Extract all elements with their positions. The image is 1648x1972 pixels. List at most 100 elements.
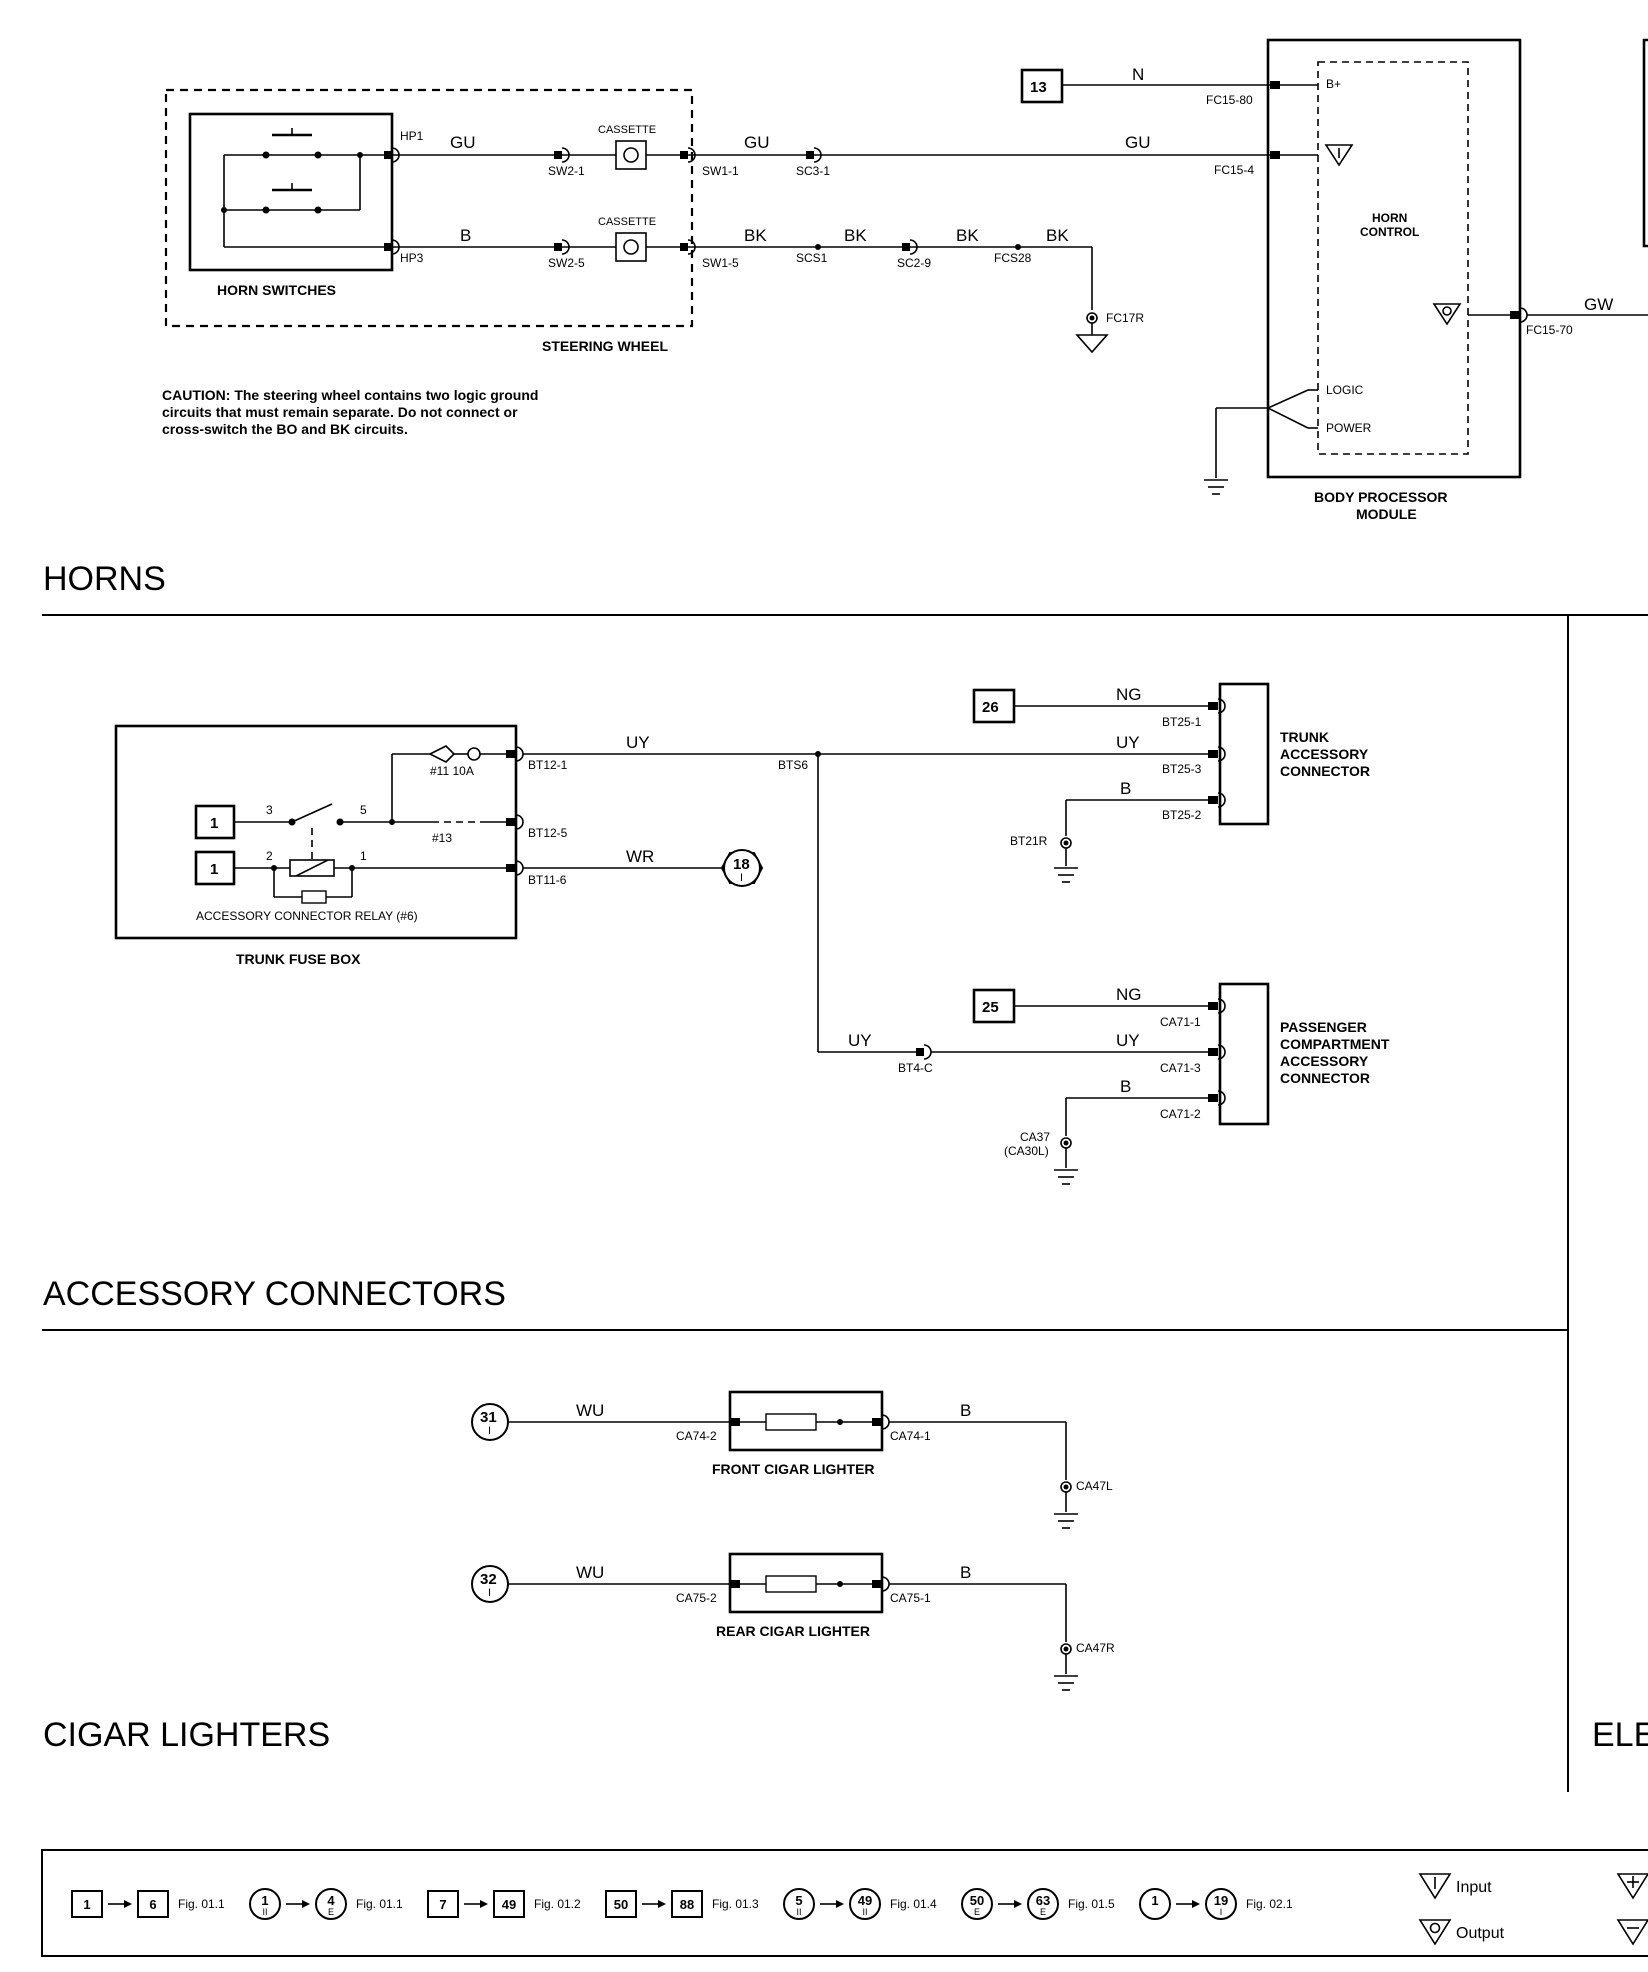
svg-text:CONTROL: CONTROL (1360, 225, 1419, 239)
svg-text:I: I (488, 1425, 491, 1437)
svg-text:CA75-1: CA75-1 (890, 1591, 931, 1605)
svg-text:B: B (1120, 1077, 1131, 1096)
svg-text:I: I (488, 1587, 491, 1599)
svg-text:Output: Output (1456, 1925, 1505, 1942)
svg-text:CA71-1: CA71-1 (1160, 1015, 1201, 1029)
svg-text:LOGIC: LOGIC (1326, 383, 1364, 397)
svg-text:SW1-1: SW1-1 (702, 164, 739, 178)
svg-text:POWER: POWER (1326, 421, 1372, 435)
svg-text:GW: GW (1584, 295, 1613, 314)
key-ref-from-3: 50 (605, 1890, 637, 1918)
key-ref-label: 1 (1151, 1893, 1158, 1908)
key-ref-sub: I (1220, 1907, 1223, 1917)
svg-text:UY: UY (1116, 1031, 1140, 1050)
key-ref-to-0: 6 (137, 1890, 169, 1918)
trunk-fuse-box (114, 724, 518, 940)
svg-text:BT21R: BT21R (1010, 834, 1048, 848)
key-frame (41, 1849, 1648, 1957)
key-ref-from-2: 7 (427, 1890, 459, 1918)
svg-text:WU: WU (576, 1401, 604, 1420)
key-ref-to-5: 63E (1027, 1888, 1059, 1920)
svg-text:1: 1 (210, 815, 218, 832)
svg-text:NG: NG (1116, 685, 1142, 704)
key-ref-from-6: 1 (1139, 1888, 1171, 1920)
svg-text:CONNECTOR: CONNECTOR (1280, 1070, 1370, 1086)
right-edge-title: ELE (1592, 1716, 1648, 1754)
key-ref-sub: II (796, 1907, 801, 1917)
gu-wire: HP1 GU SW2-1 CASSETTE SW1-1 GU SC3-1 GU … (384, 124, 1280, 178)
svg-text:18: 18 (733, 856, 750, 873)
svg-text:HP1: HP1 (400, 129, 424, 143)
svg-text:CA74-1: CA74-1 (890, 1429, 931, 1443)
bk-wire: HP3 B SW2-5 CASSETTE SW1-5 BK SCS1 BK SC… (384, 216, 1144, 354)
key-ref-label: 19 (1214, 1893, 1228, 1908)
steering-wheel-boundary (164, 88, 694, 328)
key-ref-sub: E (1040, 1907, 1046, 1917)
key-fig-label: Fig. 01.1 (178, 1897, 225, 1911)
svg-text:BODY PROCESSOR: BODY PROCESSOR (1314, 489, 1448, 505)
svg-text:GU: GU (1125, 133, 1151, 152)
key-ref-from-4: 5II (783, 1888, 815, 1920)
key-ref-from-1: 1II (249, 1888, 281, 1920)
svg-text:FC15-70: FC15-70 (1526, 323, 1573, 337)
key-arrow-3 (642, 1900, 666, 1908)
svg-text:SC2-9: SC2-9 (897, 256, 931, 270)
svg-text:SC3-1: SC3-1 (796, 164, 830, 178)
svg-text:UY: UY (848, 1031, 872, 1050)
key-ref-sub: E (974, 1907, 980, 1917)
svg-text:TRUNK FUSE BOX: TRUNK FUSE BOX (236, 951, 361, 967)
svg-text:CAUTION: The steering wheel co: CAUTION: The steering wheel contains two… (162, 387, 538, 403)
svg-text:HP3: HP3 (400, 251, 424, 265)
svg-text:FRONT CIGAR LIGHTER: FRONT CIGAR LIGHTER (712, 1461, 875, 1477)
svg-text:B: B (960, 1401, 971, 1420)
svg-text:2: 2 (266, 849, 273, 863)
key-ref-label: 5 (795, 1893, 802, 1908)
svg-text:#13: #13 (432, 831, 452, 845)
svg-text:3: 3 (266, 803, 273, 817)
key-fig-label: Fig. 01.2 (534, 1897, 581, 1911)
key-arrow-0 (108, 1900, 132, 1908)
svg-text:FCS28: FCS28 (994, 251, 1032, 265)
cassette-bottom (615, 232, 647, 262)
key-arrow-5 (998, 1900, 1022, 1908)
key-ref-label: 63 (1036, 1893, 1050, 1908)
svg-text:Input: Input (1456, 1879, 1492, 1896)
svg-text:ACCESSORY CONNECTOR RELAY (#6): ACCESSORY CONNECTOR RELAY (#6) (196, 909, 418, 923)
key-ref-to-6: 19I (1205, 1888, 1237, 1920)
key-ref-to-3: 88 (671, 1890, 703, 1918)
key-ref-sub: II (262, 1907, 267, 1917)
svg-text:1: 1 (360, 849, 367, 863)
svg-text:BT12-5: BT12-5 (528, 826, 568, 840)
horn-switches-label: HORN SWITCHES (217, 282, 336, 298)
output-symbol (1432, 303, 1462, 326)
steering-wheel-label: STEERING WHEEL (542, 338, 668, 354)
key-ref-from-5: 50E (961, 1888, 993, 1920)
svg-text:SW1-5: SW1-5 (702, 256, 739, 270)
key-fig-label: Fig. 01.5 (1068, 1897, 1115, 1911)
svg-text:25: 25 (982, 999, 999, 1016)
horn-switches-box (188, 112, 394, 272)
svg-text:REAR CIGAR LIGHTER: REAR CIGAR LIGHTER (716, 1623, 870, 1639)
svg-text:B: B (960, 1563, 971, 1582)
horns-title: HORNS (43, 560, 166, 598)
svg-text:CA74-2: CA74-2 (676, 1429, 717, 1443)
cassette-top (615, 140, 647, 170)
key-ref-label: 50 (614, 1897, 628, 1912)
svg-text:N: N (1132, 65, 1144, 84)
body-processor-module (1266, 38, 1522, 479)
ref-box-13 (1020, 68, 1064, 104)
key-ref-label: 49 (858, 1893, 872, 1908)
key-ref-label: 1 (83, 1897, 90, 1912)
key-arrow-1 (286, 1900, 310, 1908)
svg-text:SCS1: SCS1 (796, 251, 828, 265)
horns-section: STEERING WHEEL HORN SWITCHES (162, 38, 1648, 522)
key-ref-to-1: 4E (315, 1888, 347, 1920)
svg-text:CA75-2: CA75-2 (676, 1591, 717, 1605)
svg-text:B+: B+ (1326, 77, 1341, 91)
svg-text:CA47R: CA47R (1076, 1641, 1115, 1655)
key-ref-from-0: 1 (71, 1890, 103, 1918)
caution-note: CAUTION: The steering wheel contains two… (162, 387, 538, 437)
